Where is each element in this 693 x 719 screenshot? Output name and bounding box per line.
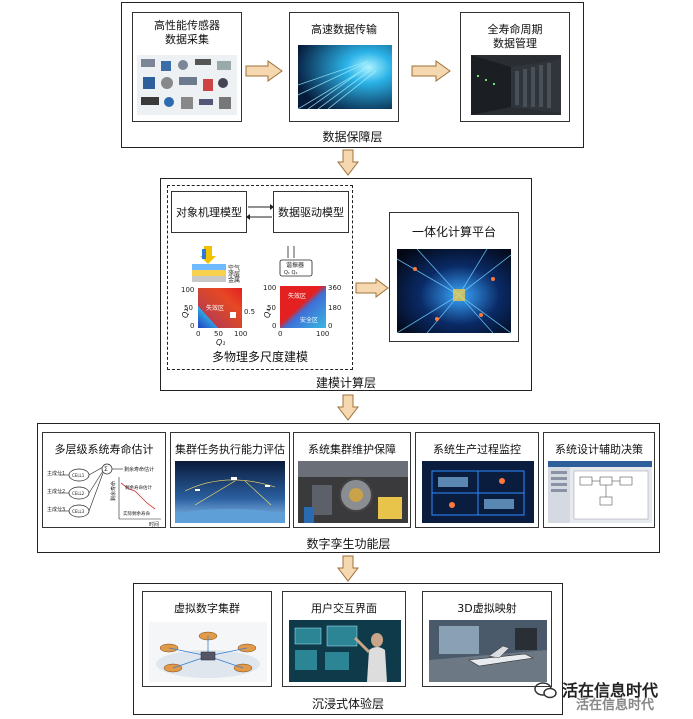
data-driven-model-label: 数据驱动模型	[278, 206, 344, 219]
maintenance-title: 系统集群维护保障	[308, 443, 396, 456]
cell-node-1: CELL1	[72, 473, 85, 478]
resonator-sub: Q₁ Q₂	[284, 270, 297, 276]
sensor-box-title: 高性能传感器数据采集	[154, 19, 220, 46]
immersive-layer-label: 沉浸式体验层	[311, 697, 384, 711]
safe-zone-label-right: 安全区	[300, 316, 318, 324]
right-y-axis-label: Q₄	[263, 308, 272, 318]
left-ytick-2: 0	[190, 322, 194, 330]
transmission-box-title: 高速数据传输	[311, 23, 377, 36]
3d-mapping-title: 3D虚拟映射	[457, 602, 517, 615]
right-rtick-0: 360	[328, 284, 341, 292]
mechanism-model-box: 对象机理模型	[171, 191, 247, 233]
computing-platform-title: 一体化计算平台	[411, 225, 496, 239]
remaining-estimate-label-2: 剩余寿命估计	[125, 484, 152, 491]
arrow-right-3	[355, 278, 389, 298]
life-estimation-title: 多层级系统寿命估计	[54, 443, 154, 456]
pc-label-1: 主成分1	[47, 470, 65, 477]
failure-zone-label-right: 失效区	[288, 292, 306, 300]
cluster-capability-panel: 集群任务执行能力评估	[170, 432, 290, 528]
legend-air: 空气	[228, 264, 240, 272]
multiscale-modeling-dashed-box	[167, 185, 353, 370]
left-y-axis-label: Q₂	[181, 308, 190, 318]
data-driven-model-box: 数据驱动模型	[273, 191, 349, 233]
virtual-cluster-title: 虚拟数字集群	[174, 602, 240, 615]
maintenance-image	[298, 461, 408, 523]
heatmap-right: 谐振器 Q₁ Q₂ 失效区 安全区 100 50 0 Q₄ 0 100 360 …	[262, 246, 352, 346]
modeling-layer-label: 建模计算层	[315, 376, 376, 390]
left-right-tick: 0.5	[244, 308, 255, 316]
heatmap-left: 空气 涂层 金属 失效区 100 50 0 Q₂ 0 50 100 Q₁ 0.5	[178, 246, 262, 346]
maintenance-panel: 系统集群维护保障	[293, 432, 411, 528]
virtual-cluster-box: 虚拟数字集群	[142, 591, 272, 687]
right-rtick-2: 0	[328, 322, 332, 330]
wechat-icon	[534, 682, 557, 699]
right-ytick-1: 50	[267, 304, 276, 312]
sum-node: Σ	[104, 466, 108, 473]
arrow-right-2	[411, 60, 451, 82]
life-estimation-diagram: 主成分1 主成分2 主成分3 CELL1 CELL2 CELL3 Σ 剩余寿命估…	[47, 463, 161, 527]
design-decision-title: 系统设计辅助决策	[555, 443, 643, 456]
left-ytick-0: 100	[181, 286, 194, 294]
watermark-text: 活在信息时代	[562, 681, 659, 700]
arrow-down-1	[336, 149, 360, 176]
bidirectional-arrows	[246, 204, 274, 220]
multiscale-modeling-label: 多物理多尺度建模	[211, 350, 308, 364]
sensor-collage-image	[137, 55, 237, 115]
left-xtick-1: 50	[214, 330, 223, 338]
cluster-capability-title: 集群任务执行能力评估	[175, 443, 285, 456]
legend-metal: 金属	[228, 276, 240, 284]
digital-twin-layer-label: 数字孪生功能层	[306, 537, 391, 551]
pc-label-3: 主成分3	[47, 506, 65, 513]
mechanism-model-label: 对象机理模型	[176, 206, 242, 219]
right-ytick-2: 0	[272, 322, 276, 330]
ui-interaction-box: 用户交互界面	[282, 591, 406, 687]
legend-coating: 涂层	[228, 270, 240, 278]
left-ytick-1: 50	[184, 304, 193, 312]
failure-zone-label-left: 失效区	[206, 304, 224, 312]
remaining-estimate-label: 剩余寿命估计	[124, 466, 154, 473]
resonator-label: 谐振器	[286, 261, 304, 269]
design-decision-image	[548, 461, 652, 523]
cell-node-3: CELL3	[72, 509, 85, 514]
lifecycle-box-title: 全寿命周期数据管理	[487, 23, 543, 50]
left-xtick-2: 100	[234, 330, 247, 338]
remaining-life-axis: 剩余寿命	[110, 481, 117, 501]
lifecycle-box: 全寿命周期数据管理	[460, 12, 570, 122]
sensor-box: 高性能传感器数据采集	[132, 12, 242, 122]
pc-label-2: 主成分2	[47, 488, 65, 495]
design-decision-panel: 系统设计辅助决策	[543, 432, 655, 528]
right-xtick-0: 0	[278, 330, 282, 338]
arrow-down-2	[336, 394, 360, 421]
3d-mapping-image	[429, 620, 547, 682]
data-assurance-layer-label: 数据保障层	[322, 130, 383, 144]
right-xtick-1: 100	[316, 330, 329, 338]
virtual-cluster-image	[149, 622, 267, 682]
fiber-optic-image	[298, 45, 392, 109]
production-monitor-image	[422, 461, 534, 523]
right-rtick-1: 180	[328, 304, 341, 312]
computing-platform-box: 一体化计算平台	[389, 212, 519, 342]
production-monitor-title: 系统生产过程监控	[433, 443, 521, 456]
right-ytick-0: 100	[263, 284, 276, 292]
watermark: 活在信息时代 活在信息时代	[528, 676, 693, 716]
cell-node-2: CELL2	[72, 491, 85, 496]
watermark-text-shadow: 活在信息时代	[576, 698, 655, 713]
transmission-box: 高速数据传输	[289, 12, 399, 122]
ui-interaction-image	[289, 620, 401, 682]
3d-mapping-box: 3D虚拟映射	[422, 591, 552, 687]
production-monitor-panel: 系统生产过程监控	[415, 432, 539, 528]
life-estimation-panel: 多层级系统寿命估计 主成分1 主成分2 主成分3 CELL1 CELL2 CEL…	[42, 432, 166, 528]
time-axis: 时间	[149, 521, 159, 527]
left-x-axis-label: Q₁	[216, 338, 226, 346]
ui-interaction-title: 用户交互界面	[311, 602, 377, 615]
arrow-down-3	[336, 555, 360, 582]
server-room-image	[471, 55, 561, 115]
cluster-capability-image	[175, 461, 285, 523]
computing-platform-image	[397, 249, 511, 333]
arrow-right-1	[245, 60, 283, 82]
left-xtick-0: 0	[196, 330, 200, 338]
actual-remaining-label: 实际剩余寿命	[123, 510, 150, 517]
